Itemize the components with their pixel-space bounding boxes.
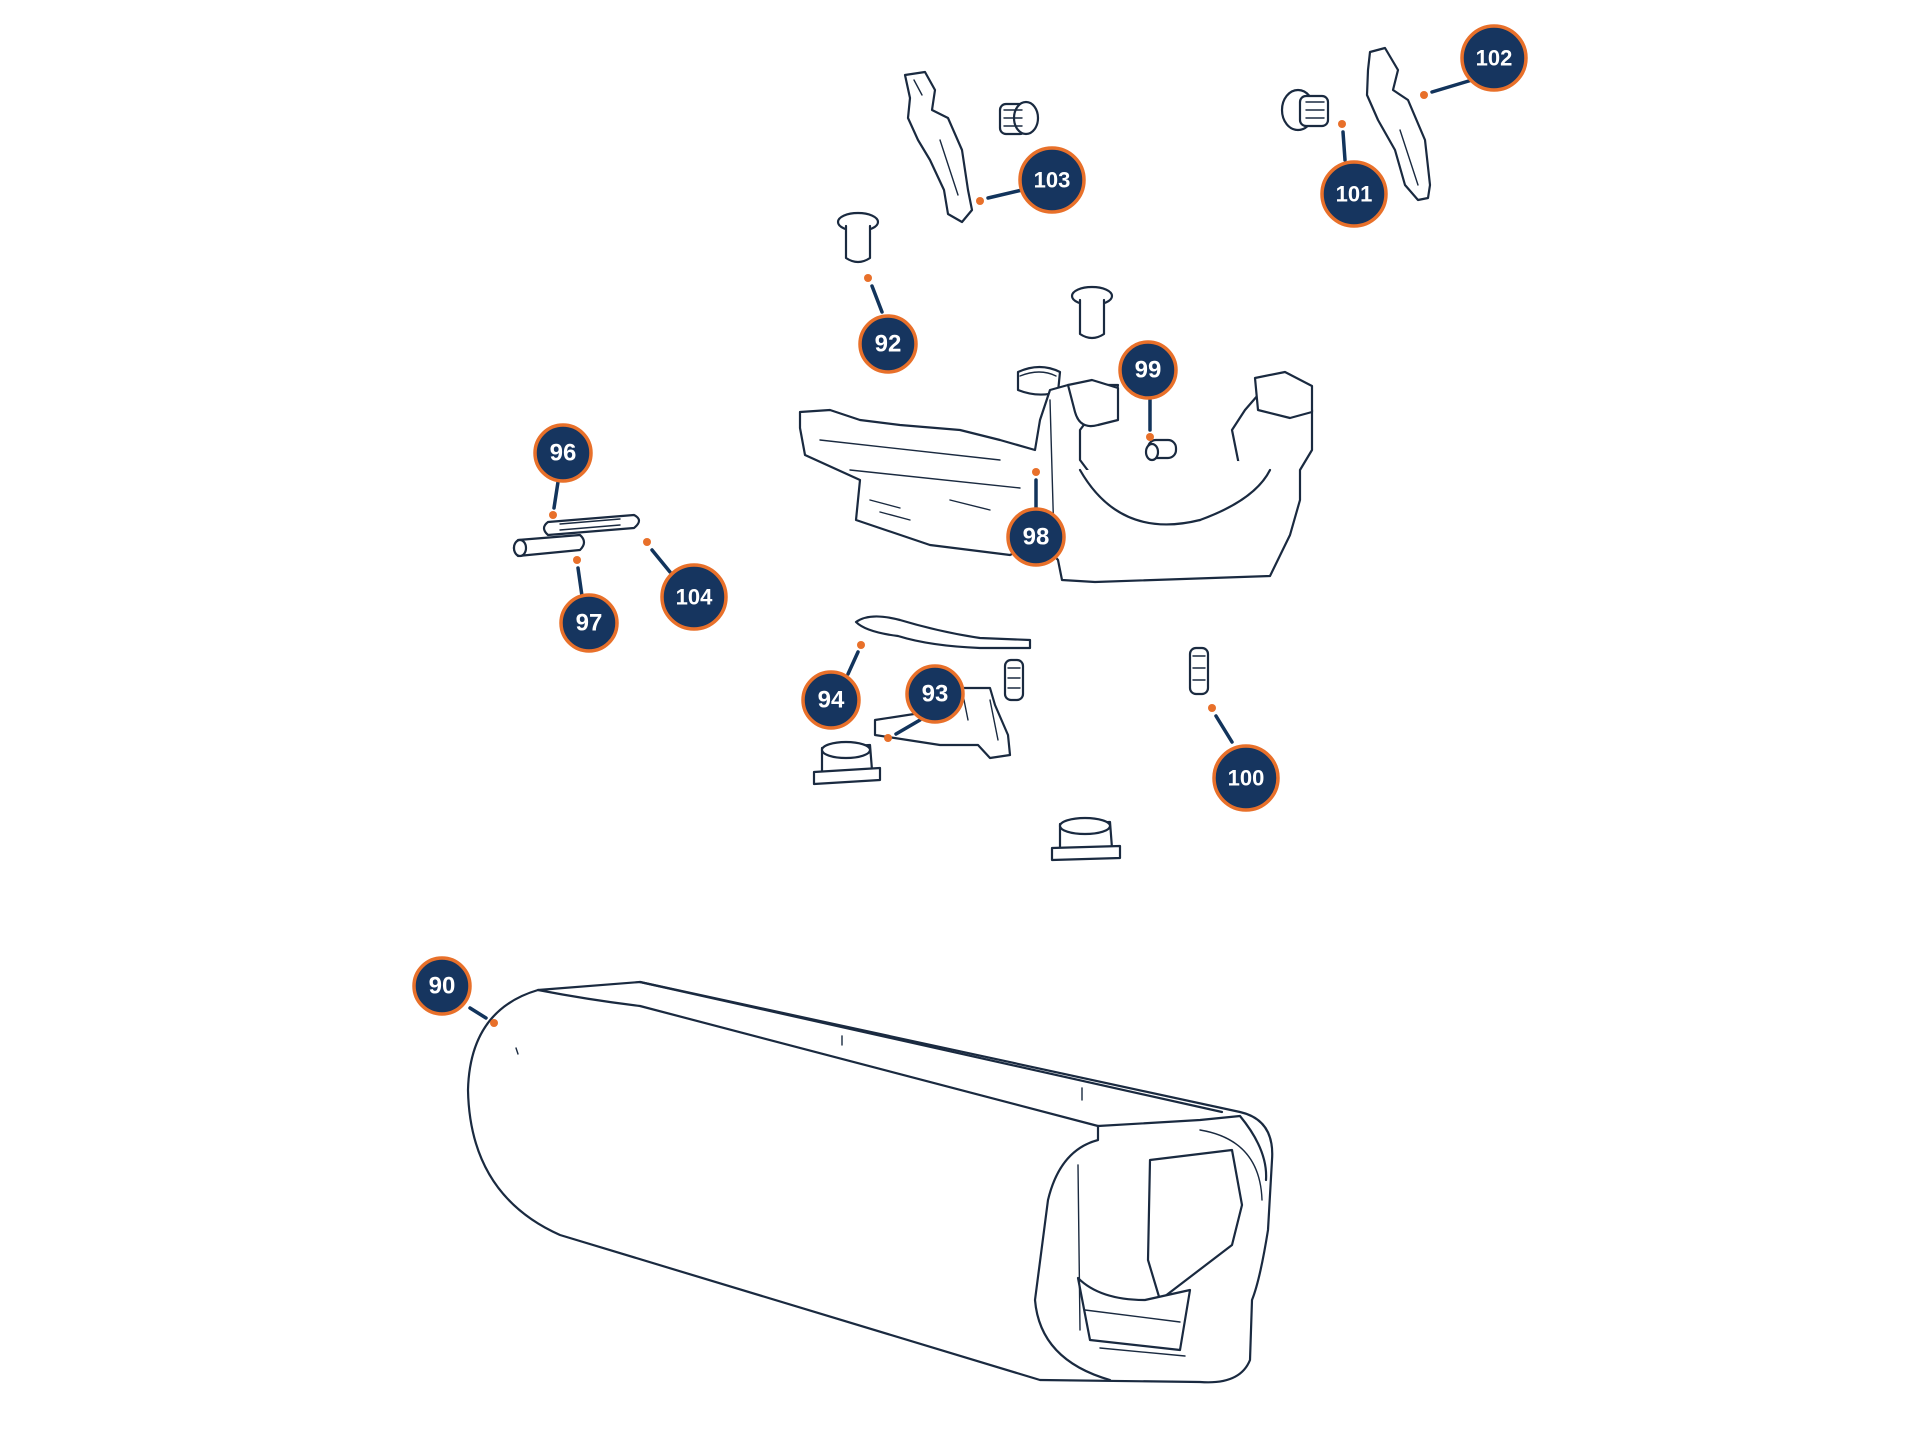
callout-93[interactable]: 93 (905, 664, 965, 724)
callout-99[interactable]: 99 (1118, 340, 1178, 400)
part-coil-spring-100 (1188, 646, 1210, 696)
part-bushing-lower-center (1050, 816, 1122, 862)
part-stock-90 (466, 980, 1274, 1384)
part-long-pin-104 (542, 513, 641, 537)
part-flat-spring-94 (854, 615, 1032, 650)
callout-96[interactable]: 96 (533, 423, 593, 483)
leader-99 (1146, 398, 1154, 441)
leader-103 (976, 188, 1024, 205)
callout-97-label: 97 (576, 610, 603, 637)
leader-104 (643, 538, 672, 574)
part-short-pin-97 (512, 533, 586, 558)
part-bushing-lower-left (812, 740, 882, 786)
callout-94-label: 94 (818, 687, 845, 714)
leader-102 (1420, 78, 1474, 99)
callout-96-label: 96 (550, 440, 577, 467)
leader-90 (468, 1006, 498, 1027)
leader-93 (884, 718, 922, 742)
callout-90-label: 90 (429, 973, 456, 1000)
leader-96 (549, 480, 560, 519)
part-coil-spring-mid (1003, 658, 1025, 702)
callout-98[interactable]: 98 (1006, 507, 1066, 567)
leader-100 (1208, 704, 1234, 744)
callout-103[interactable]: 103 (1018, 146, 1086, 214)
callout-99-label: 99 (1135, 357, 1162, 384)
callout-94[interactable]: 94 (801, 670, 861, 730)
part-pin-99 (1144, 438, 1178, 462)
callout-100-label: 100 (1228, 766, 1265, 791)
part-lever-right (1365, 46, 1432, 202)
callout-101-label: 101 (1336, 182, 1373, 207)
part-bushing-top (1070, 285, 1114, 340)
part-spring-knob-right (1280, 88, 1330, 132)
leader-92 (864, 274, 884, 314)
callout-104[interactable]: 104 (660, 563, 728, 631)
callout-97[interactable]: 97 (559, 593, 619, 653)
callout-102[interactable]: 102 (1460, 24, 1528, 92)
leader-97 (573, 556, 584, 598)
callout-93-label: 93 (922, 681, 949, 708)
part-spring-knob-left (998, 100, 1040, 136)
leader-94 (846, 641, 865, 676)
callout-98-label: 98 (1023, 524, 1050, 551)
callout-100[interactable]: 100 (1212, 744, 1280, 812)
part-bushing-92 (836, 211, 880, 264)
callout-92-label: 92 (875, 331, 902, 358)
callout-103-label: 103 (1034, 168, 1071, 193)
callout-102-label: 102 (1476, 46, 1513, 71)
callout-90[interactable]: 90 (412, 956, 472, 1016)
part-lever-left (903, 70, 974, 224)
callout-92[interactable]: 92 (858, 314, 918, 374)
leader-101 (1338, 120, 1347, 162)
part-trigger-housing (798, 370, 1314, 584)
callout-101[interactable]: 101 (1320, 160, 1388, 228)
callout-104-label: 104 (676, 585, 713, 610)
